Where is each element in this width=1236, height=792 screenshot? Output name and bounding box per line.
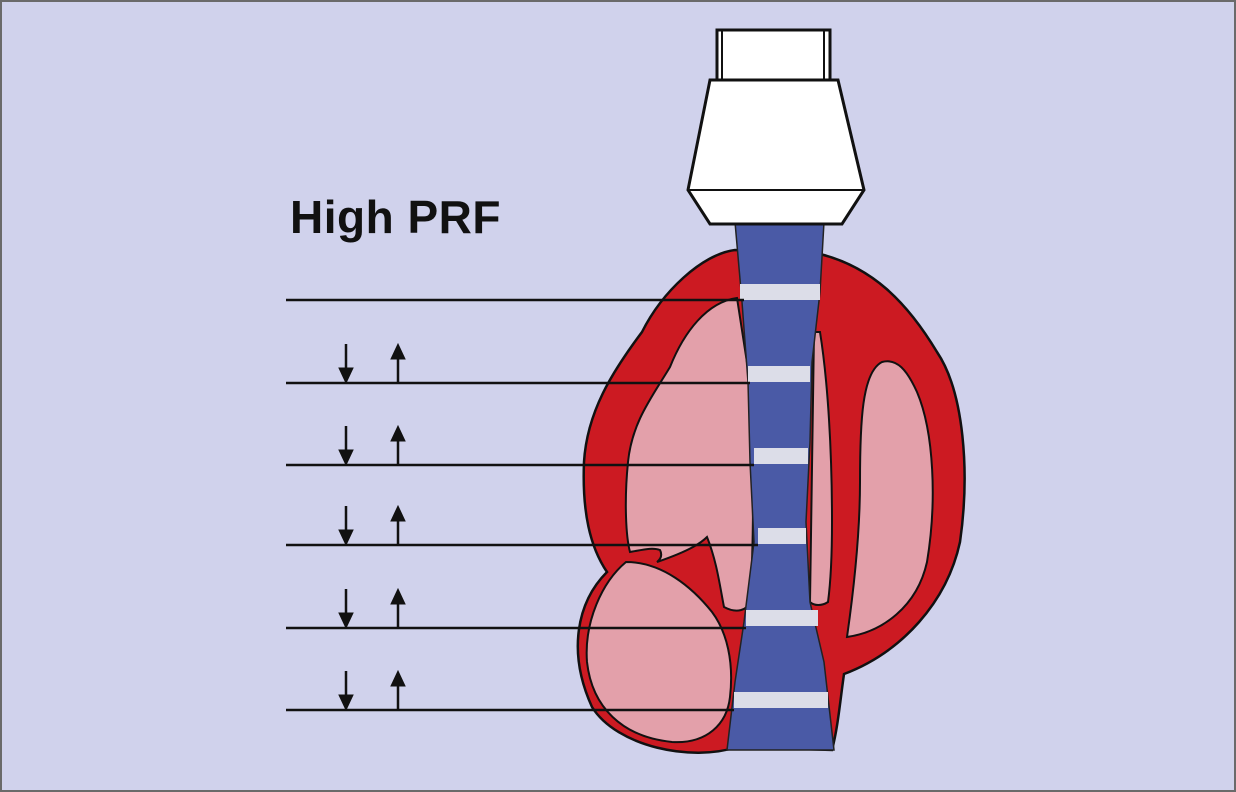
sample-gate-3	[754, 448, 808, 464]
arrow-pair-3	[338, 504, 406, 547]
transducer-head	[686, 78, 866, 226]
sample-gate-5	[746, 610, 818, 626]
sample-gate-1	[740, 284, 820, 300]
down-arrow-icon	[338, 589, 354, 630]
sample-gate-4	[758, 528, 806, 544]
up-arrow-icon	[390, 342, 406, 383]
up-arrow-icon	[390, 424, 406, 465]
down-arrow-icon	[338, 426, 354, 467]
transducer-icon	[686, 28, 866, 226]
diagram-title: High PRF	[290, 191, 501, 243]
down-arrow-icon	[338, 506, 354, 547]
arrow-pair-5	[338, 669, 406, 712]
sample-gate-2	[748, 366, 810, 382]
up-arrow-icon	[390, 669, 406, 710]
down-arrow-icon	[338, 671, 354, 712]
depth-lines	[286, 298, 758, 712]
sample-gate-6	[734, 692, 828, 708]
arrow-pair-1	[338, 342, 406, 385]
arrow-pair-4	[338, 587, 406, 630]
ultrasound-beam	[726, 221, 835, 751]
up-arrow-icon	[390, 587, 406, 628]
left-lower-chamber	[585, 560, 733, 744]
up-arrow-icon	[390, 504, 406, 545]
right-chamber	[845, 360, 934, 639]
arrow-pair-2	[338, 424, 406, 467]
center-chamber	[808, 331, 834, 606]
pulse-arrows	[338, 342, 406, 712]
transducer-handle	[715, 28, 832, 82]
down-arrow-icon	[338, 344, 354, 385]
